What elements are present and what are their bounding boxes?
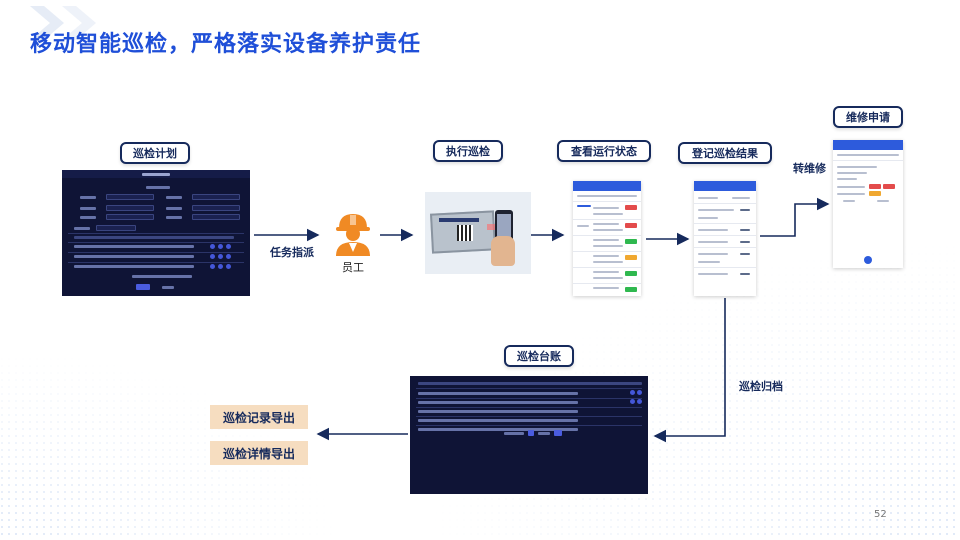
arrow-record-to-ledger: [653, 298, 726, 443]
export-details-button[interactable]: 巡检详情导出: [210, 441, 308, 465]
page-number: 52: [874, 509, 887, 520]
chevron-decoration-icon: [62, 6, 96, 40]
to-repair-label: 转维修: [793, 162, 826, 175]
plan-screenshot: [62, 170, 250, 296]
ledger-screenshot: [410, 376, 648, 494]
archive-label: 巡检归档: [739, 380, 783, 393]
export-records-button[interactable]: 巡检记录导出: [210, 405, 308, 429]
status-phone-screenshot: [573, 181, 641, 296]
execute-photo: [425, 192, 531, 274]
worker-label: 员工: [342, 261, 364, 274]
worker-icon: [336, 214, 370, 256]
dispatch-label: 任务指派: [270, 246, 314, 259]
page-title: 移动智能巡检，严格落实设备养护责任: [30, 32, 422, 57]
arrow-record-to-repair: [760, 197, 830, 237]
repair-phone-screenshot: [833, 140, 903, 268]
status-label: 查看运行状态: [557, 140, 651, 162]
record-label: 登记巡检结果: [678, 142, 772, 164]
ledger-label: 巡检台账: [504, 345, 574, 367]
execute-label: 执行巡检: [433, 140, 503, 162]
plan-label: 巡检计划: [120, 142, 190, 164]
chevron-decoration-icon: [30, 6, 64, 40]
repair-label: 维修申请: [833, 106, 903, 128]
record-phone-screenshot: [694, 181, 756, 296]
